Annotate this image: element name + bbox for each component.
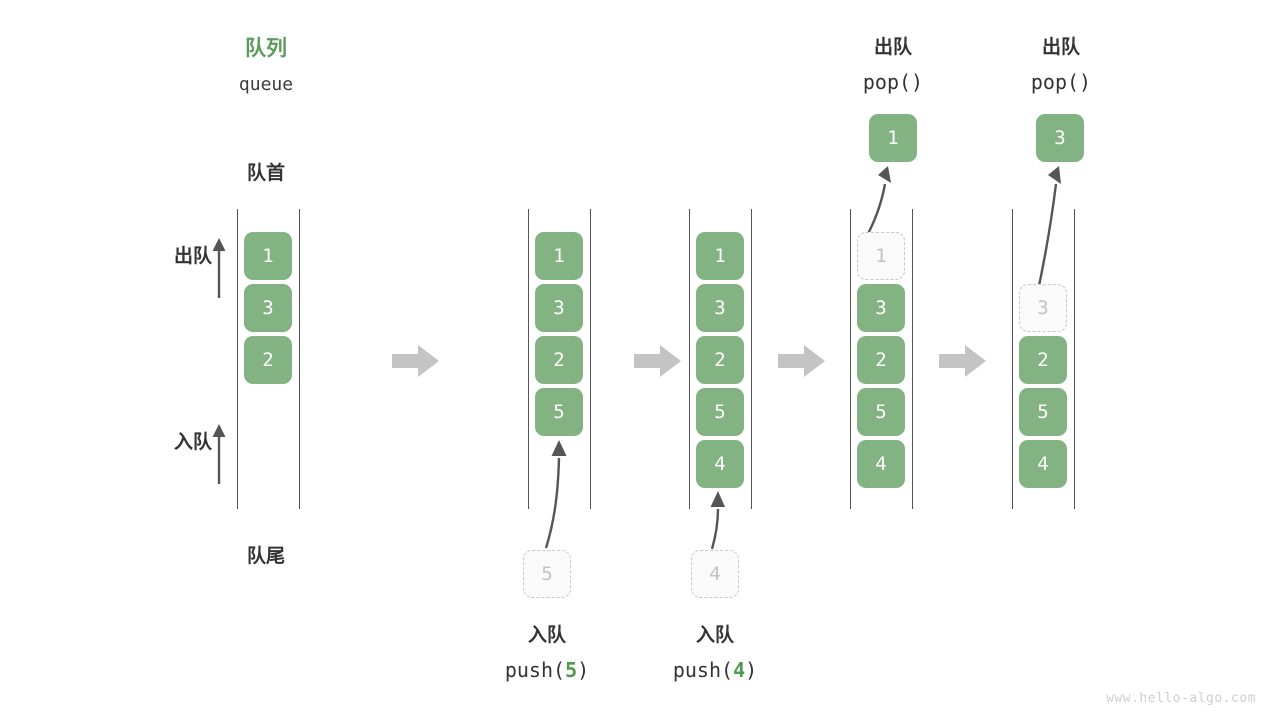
push-code-prefix: push(: [672, 658, 734, 682]
queue-cell: 5: [857, 388, 905, 436]
push-code-value: 5: [565, 658, 578, 682]
queue-cell: 2: [535, 336, 583, 384]
queue-rail-left: [850, 209, 851, 509]
queue-rail-right: [912, 209, 913, 509]
queue-cell: 4: [857, 440, 905, 488]
queue-cell: 1: [857, 232, 905, 280]
queue-rail-left: [528, 209, 529, 509]
push-arrow: [710, 491, 725, 550]
queue-cell: 4: [696, 440, 744, 488]
push-code-prefix: push(: [504, 658, 566, 682]
pop-header-code: pop(): [862, 70, 924, 94]
flow-arrow-right-icon: [392, 345, 439, 377]
queue-rail-left: [237, 209, 238, 509]
pop-arrow: [1034, 166, 1061, 301]
pop-header-code: pop(): [1030, 70, 1092, 94]
queue-cell: 1: [535, 232, 583, 280]
queue-rail-left: [1012, 209, 1013, 509]
queue-cell: 2: [244, 336, 292, 384]
queue-cell: 1: [696, 232, 744, 280]
queue-title-cn: 队列: [245, 36, 287, 60]
queue-cell: 2: [857, 336, 905, 384]
push-caption-code: push(4): [655, 656, 775, 684]
queue-cell: 2: [1019, 336, 1067, 384]
flow-arrow-right-icon: [778, 345, 825, 377]
queue-rail-right: [751, 209, 752, 509]
enqueue-side-label: 入队: [173, 431, 212, 453]
queue-cell: 3: [535, 284, 583, 332]
rear-label: 队尾: [246, 545, 285, 567]
queue-rail-right: [590, 209, 591, 509]
queue-cell: 2: [696, 336, 744, 384]
push-caption-code: push(5): [487, 656, 607, 684]
flow-arrow-right-icon: [634, 345, 681, 377]
queue-cell: 5: [1019, 388, 1067, 436]
queue-cell: 3: [1019, 284, 1067, 332]
dequeue-direction-arrow: [212, 238, 226, 298]
push-code-suffix: ): [745, 658, 758, 682]
push-code-suffix: ): [577, 658, 590, 682]
push-code-value: 4: [733, 658, 746, 682]
push-caption-cn: 入队: [527, 624, 566, 646]
watermark: www.hello-algo.com: [1106, 691, 1256, 706]
push-caption-cn: 入队: [695, 624, 734, 646]
queue-title-code: queue: [238, 74, 294, 95]
queue-cell: 4: [1019, 440, 1067, 488]
pop-header-cn: 出队: [1041, 36, 1080, 58]
queue-cell: 3: [244, 284, 292, 332]
enqueue-direction-arrow: [212, 424, 226, 484]
popped-element: 3: [1036, 114, 1084, 162]
queue-cell: 1: [244, 232, 292, 280]
incoming-element: 4: [691, 550, 739, 598]
popped-element: 1: [869, 114, 917, 162]
queue-cell: 5: [535, 388, 583, 436]
pop-header-cn: 出队: [873, 36, 912, 58]
queue-rail-right: [299, 209, 300, 509]
push-arrow: [544, 440, 567, 549]
flow-arrow-right-icon: [939, 345, 986, 377]
front-label: 队首: [246, 162, 285, 184]
queue-rail-right: [1074, 209, 1075, 509]
queue-rail-left: [689, 209, 690, 509]
queue-cell: 5: [696, 388, 744, 436]
queue-cell: 3: [696, 284, 744, 332]
queue-cell: 3: [857, 284, 905, 332]
incoming-element: 5: [523, 550, 571, 598]
dequeue-side-label: 出队: [173, 245, 212, 267]
